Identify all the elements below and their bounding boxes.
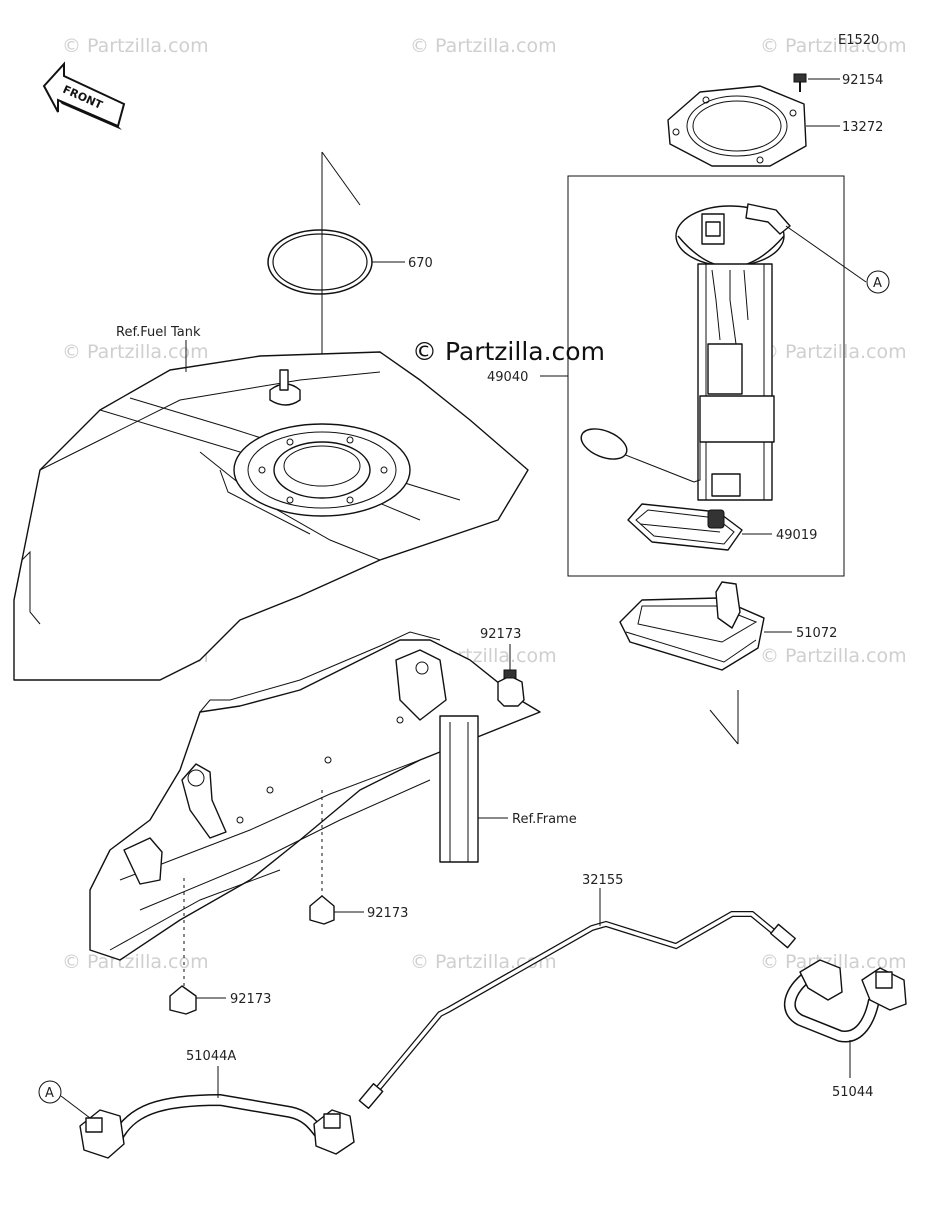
watermark: © Partzilla.com — [410, 35, 557, 57]
watermark: © Partzilla.com — [62, 341, 209, 363]
part-label-49019[interactable]: 49019 — [776, 528, 817, 543]
diagram-code: E1520 — [838, 33, 879, 48]
callout-a-marker-top — [866, 270, 890, 294]
part-label-670[interactable]: 670 — [408, 256, 433, 271]
ref-fuel-tank-label: Ref.Fuel Tank — [116, 325, 201, 340]
watermark: © Partzilla.com — [760, 645, 907, 667]
watermark: © Partzilla.com — [760, 35, 907, 57]
part-label-92173-top[interactable]: 92173 — [480, 627, 521, 642]
tray-51072 — [619, 581, 765, 671]
part-label-32155[interactable]: 32155 — [582, 873, 623, 888]
part-label-92173-low[interactable]: 92173 — [230, 992, 271, 1007]
callout-a-label-top: A — [873, 276, 882, 291]
part-label-51044a[interactable]: 51044A — [186, 1049, 236, 1064]
part-label-51072[interactable]: 51072 — [796, 626, 837, 641]
frame — [89, 631, 541, 961]
partzilla-watermark: © Partzilla.com — [412, 337, 605, 366]
watermark: © Partzilla.com — [760, 341, 907, 363]
gasket-13272 — [667, 85, 807, 167]
filter-49019 — [627, 503, 743, 551]
clip-92173-top — [497, 669, 525, 707]
callout-a-marker-bottom — [38, 1080, 62, 1104]
hose-51044a — [79, 1093, 355, 1159]
bolt-92154 — [793, 73, 807, 92]
callout-a-label-bottom: A — [45, 1086, 54, 1101]
fuel-tank — [13, 351, 529, 681]
o-ring-670 — [267, 229, 373, 295]
watermark: © Partzilla.com — [62, 35, 209, 57]
clip-92173-mid — [309, 790, 335, 925]
watermark: © Partzilla.com — [760, 951, 907, 973]
fuel-line-32155 — [358, 911, 796, 1109]
fuel-pump-49040 — [580, 203, 791, 501]
ref-frame-label: Ref.Frame — [512, 812, 577, 827]
part-label-92154[interactable]: 92154 — [842, 73, 883, 88]
watermark: © Partzilla.com — [62, 951, 209, 973]
part-label-92173-mid[interactable]: 92173 — [367, 906, 408, 921]
part-label-13272[interactable]: 13272 — [842, 120, 883, 135]
part-label-49040[interactable]: 49040 — [487, 370, 528, 385]
hose-51044 — [784, 959, 907, 1043]
clip-92173-low — [169, 878, 197, 1015]
part-label-51044[interactable]: 51044 — [832, 1085, 873, 1100]
front-arrow-icon: FRONT — [42, 61, 126, 130]
